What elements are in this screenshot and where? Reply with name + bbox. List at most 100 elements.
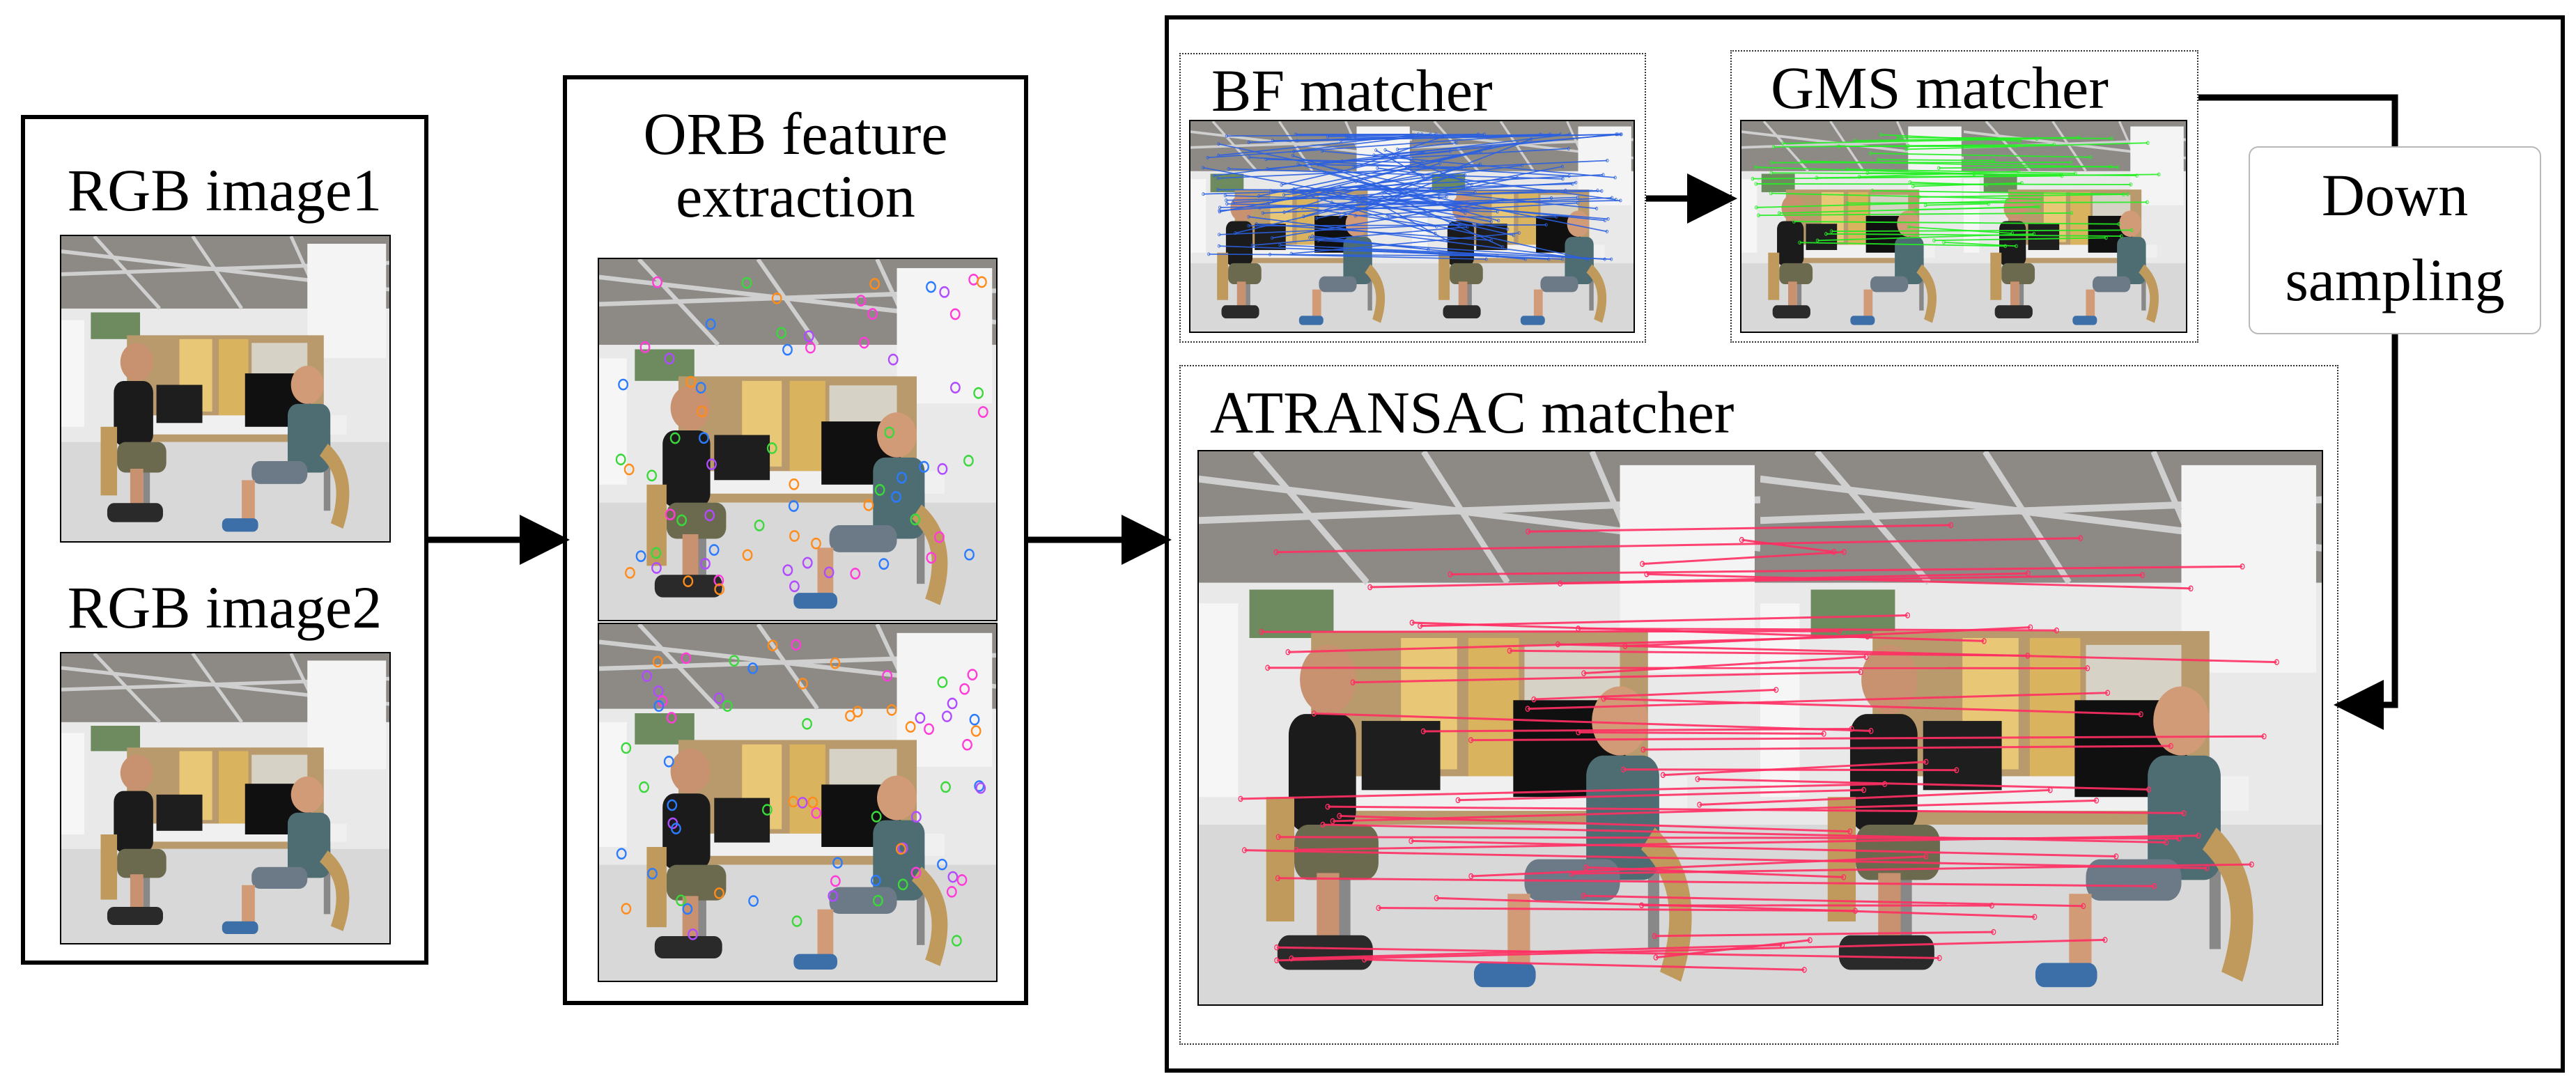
match-endpoint — [1434, 895, 1439, 901]
match-endpoint — [2077, 135, 2081, 140]
match-endpoint — [1560, 164, 1565, 169]
match-endpoint — [1223, 194, 1227, 198]
match-endpoint — [1383, 148, 1387, 152]
orb-keypoint — [761, 804, 773, 816]
match-endpoint — [1777, 211, 1781, 215]
orb-keypoint — [639, 341, 651, 353]
match-line — [1412, 621, 1985, 642]
match-line — [1272, 134, 1618, 141]
match-endpoint — [2005, 199, 2009, 203]
orb-keypoint — [947, 697, 958, 710]
orb-keypoint — [915, 712, 926, 724]
match-endpoint — [2129, 182, 2133, 187]
orb-keypoint — [803, 330, 814, 343]
match-endpoint — [1807, 937, 1813, 944]
orb-keypoint — [665, 508, 676, 521]
match-endpoint — [1583, 864, 1589, 871]
match-endpoint — [1275, 875, 1280, 882]
match-line — [1267, 150, 1450, 170]
orb-keypoint — [642, 670, 653, 683]
orb-keypoint — [859, 336, 869, 349]
match-line — [1699, 788, 2051, 806]
match-endpoint — [1754, 205, 1758, 210]
match-endpoint — [1445, 195, 1448, 199]
orb-keypoint — [811, 537, 821, 550]
match-endpoint — [1932, 238, 1936, 242]
match-endpoint — [2038, 205, 2041, 209]
orb-keypoint — [791, 639, 802, 651]
match-endpoint — [1852, 908, 1858, 915]
orb-keypoint — [682, 903, 693, 915]
match-line — [1918, 194, 2124, 198]
match-endpoint — [1845, 167, 1849, 171]
match-endpoint — [1330, 818, 1335, 825]
rgb-image2-label: RGB image2 — [67, 574, 382, 641]
orb-keypoint — [897, 878, 908, 891]
orb-keypoint — [910, 866, 922, 879]
match-endpoint — [1308, 235, 1312, 240]
orb-keypoint — [869, 278, 880, 290]
match-endpoint — [1459, 222, 1462, 226]
match-endpoint — [1310, 234, 1314, 238]
orb-keypoint — [926, 552, 937, 564]
match-line — [1262, 197, 1613, 214]
match-endpoint — [1280, 183, 1283, 187]
match-endpoint — [1320, 149, 1324, 153]
match-endpoint — [1595, 206, 1599, 210]
match-endpoint — [2181, 810, 2187, 816]
match-endpoint — [1381, 195, 1384, 199]
match-endpoint — [1274, 944, 1280, 951]
match-endpoint — [1600, 189, 1604, 193]
match-endpoint — [1908, 180, 1912, 185]
match-endpoint — [1619, 199, 1622, 203]
match-endpoint — [1815, 176, 1819, 180]
match-endpoint — [1576, 201, 1580, 205]
match-endpoint — [2032, 914, 2038, 920]
match-endpoint — [2102, 937, 2108, 943]
orb-keypoint — [802, 557, 813, 569]
match-endpoint — [1564, 188, 1567, 192]
match-endpoint — [2240, 563, 2245, 570]
match-line — [1397, 142, 1457, 150]
atransac-matcher-image — [1197, 450, 2323, 1006]
match-endpoint — [1445, 238, 1449, 242]
match-line — [1510, 649, 2028, 657]
match-line — [1934, 237, 2106, 242]
orb-keypoint — [681, 652, 692, 664]
orb-keypoint — [950, 382, 961, 394]
match-line — [1312, 173, 1604, 190]
match-endpoint — [1849, 726, 1854, 732]
orb-keypoint — [729, 655, 740, 667]
match-line — [1341, 166, 1563, 210]
orb-keypoint — [667, 799, 678, 811]
match-endpoint — [1829, 229, 1833, 233]
match-endpoint — [1464, 173, 1467, 178]
match-line — [1411, 839, 2116, 858]
orb-keypoint — [891, 490, 901, 503]
match-endpoint — [1338, 215, 1342, 219]
match-endpoint — [1876, 157, 1880, 162]
orb-keypoint — [940, 781, 951, 793]
gms-matcher-title: GMS matcher — [1771, 54, 2109, 121]
orb-keypoint — [910, 811, 922, 823]
match-endpoint — [1397, 186, 1400, 190]
orb-keypoint — [652, 655, 663, 668]
orb-keypoint — [852, 706, 863, 717]
orb-keypoint — [828, 889, 839, 902]
match-line — [1604, 697, 2141, 715]
orb-keypoint — [698, 432, 709, 444]
match-endpoint — [1547, 257, 1551, 261]
match-endpoint — [1987, 201, 1991, 206]
match-endpoint — [1325, 803, 1330, 810]
match-endpoint — [1218, 205, 1222, 210]
match-endpoint — [1858, 669, 1863, 676]
match-endpoint — [1837, 144, 1841, 148]
match-endpoint — [1905, 612, 1911, 619]
match-endpoint — [1868, 728, 1874, 734]
orb-keypoint — [976, 276, 987, 288]
match-endpoint — [1374, 148, 1378, 153]
match-endpoint — [1526, 528, 1531, 535]
orb-keypoint — [884, 426, 895, 439]
match-line — [1925, 203, 1989, 206]
match-endpoint — [1227, 166, 1230, 171]
